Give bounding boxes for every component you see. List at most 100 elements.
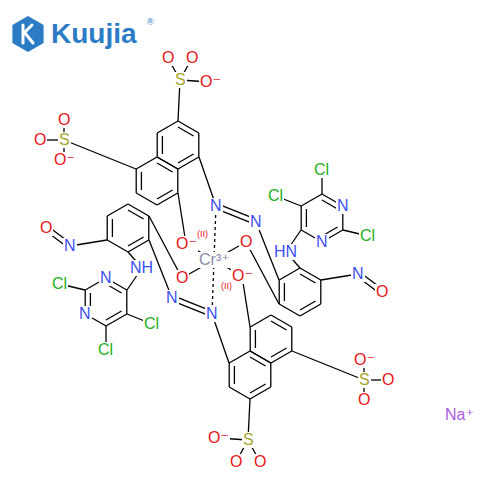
atom-label: O (175, 270, 189, 286)
bond-line (300, 268, 321, 280)
bond-line (128, 204, 149, 216)
atom-label: Cl (313, 162, 330, 178)
bond-line (157, 193, 178, 205)
bond-line (128, 237, 144, 246)
bond-line (300, 301, 316, 310)
bond-line (128, 240, 149, 252)
atom-label: Cr³⁺ (198, 252, 231, 268)
bond-line (126, 290, 127, 314)
bond-line (250, 327, 251, 351)
atom-label: O (33, 132, 47, 148)
bond-line (107, 204, 128, 216)
atom-label: O⁻ (353, 352, 376, 368)
atom-label: O (239, 234, 253, 250)
bond-line (320, 280, 321, 304)
atom-label: S (242, 432, 255, 448)
atom-label: NH (129, 260, 154, 276)
bond-line (291, 327, 292, 351)
atom-label: N (336, 198, 350, 214)
atom-label: N (99, 270, 113, 286)
bond-line (234, 366, 235, 384)
atom-label: S (174, 72, 187, 88)
bond-line (157, 157, 178, 169)
bond-line (162, 136, 163, 154)
atom-label: N (63, 238, 77, 254)
atom-label: O (161, 50, 175, 66)
bond-line (270, 363, 271, 387)
atom-label: O (185, 50, 199, 66)
atom-label: (II) (220, 282, 233, 291)
atom-label: N (205, 306, 219, 322)
bond-line (306, 209, 307, 227)
atom-label: Cl (267, 188, 284, 204)
bond-line (198, 133, 199, 157)
bond-line (229, 351, 250, 363)
atom-label: N (209, 198, 223, 214)
bond-line (106, 311, 122, 320)
bond-line (250, 351, 271, 363)
bond-line (178, 127, 194, 136)
bond-line (136, 193, 157, 205)
bond-line (271, 315, 292, 327)
bond-line (279, 280, 280, 304)
bond-line (178, 121, 199, 133)
atom-label: N (78, 306, 92, 322)
bond-line (128, 210, 144, 219)
bond-line (106, 314, 127, 326)
atom-label: Cl (51, 276, 68, 292)
bond-line (250, 387, 271, 399)
atom-label: HN (273, 244, 298, 260)
atom-label: Cl (143, 316, 160, 332)
logo-icon (12, 16, 43, 52)
bond-line (157, 121, 178, 133)
atom-label: O (229, 454, 243, 470)
atom-label: Cl (97, 342, 114, 358)
bond-line (157, 163, 173, 172)
bond-line (157, 190, 173, 199)
atom-label: N (165, 290, 179, 306)
bond-line (301, 206, 302, 230)
atom-label: S (58, 132, 71, 148)
bond-line (112, 219, 113, 237)
bond-line (178, 157, 199, 169)
bond-line (300, 274, 316, 283)
atom-label: Cl (359, 228, 376, 244)
bond-line (229, 363, 230, 387)
bond-line (229, 387, 250, 399)
bond-line (271, 351, 292, 363)
bond-line (141, 172, 142, 190)
bond-line (300, 304, 321, 316)
atom-label: N (315, 234, 329, 250)
bond-line (177, 169, 178, 193)
atom-label: O⁻ (207, 430, 230, 446)
atom-label: S (358, 372, 371, 388)
bond-line (136, 169, 137, 193)
bond-line (301, 194, 322, 206)
atom-label: O⁻ (175, 236, 198, 252)
atom-label: O (381, 372, 395, 388)
bond-line (178, 154, 194, 163)
trademark-mark: ® (146, 18, 155, 27)
atom-label: Na⁺ (444, 407, 475, 423)
atom-label: N (351, 266, 365, 282)
bond-line (107, 216, 108, 240)
atom-label: O⁻ (231, 268, 254, 284)
atom-label: N (249, 214, 263, 230)
atom-label: (II) (196, 230, 209, 239)
bond-line (279, 268, 300, 280)
atom-label: O (357, 392, 371, 408)
brand-watermark: Kuujia (50, 20, 138, 48)
bond-line (157, 133, 158, 157)
bond-line (148, 216, 149, 240)
bond-line (136, 157, 157, 169)
bond-line (279, 304, 300, 316)
atom-label: O (253, 454, 267, 470)
bond-line (271, 348, 287, 357)
atom-label: O⁻ (53, 152, 76, 168)
atom-label: O (57, 112, 71, 128)
bond-line (250, 315, 271, 327)
bond-line (284, 283, 285, 301)
atom-label: O (375, 284, 389, 300)
bond-line (157, 157, 178, 169)
